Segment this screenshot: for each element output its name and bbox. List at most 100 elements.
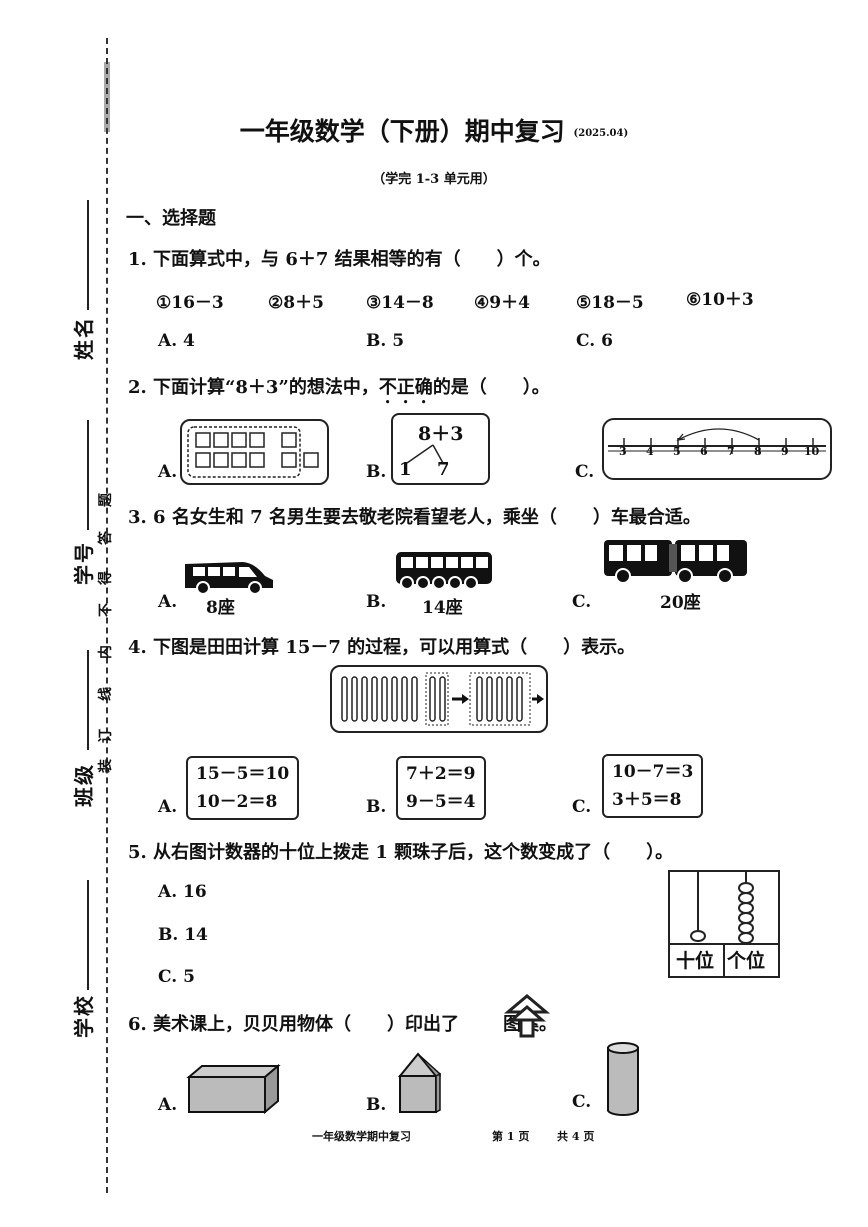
abacus-rods	[670, 872, 778, 976]
q1-choice-a: A. 4	[158, 331, 195, 351]
q6-label-c: C.	[572, 1092, 592, 1112]
cuboid-icon	[186, 1063, 281, 1115]
footer-total: 共 4 页	[557, 1130, 595, 1143]
cylinder-icon	[607, 1042, 639, 1116]
q1-item: ③14－8	[366, 293, 434, 313]
q3-seat-c: 20座	[660, 593, 701, 613]
school-label: 学校	[72, 994, 96, 1038]
q6-label-b: B.	[366, 1095, 387, 1115]
q6-label-a: A.	[158, 1095, 178, 1115]
q1-item: ⑥10＋3	[686, 290, 754, 310]
binding-char: 线	[98, 687, 114, 701]
q4-b-line1: 7＋2＝9	[406, 764, 476, 784]
question-4: 4. 下图是田田计算 15－7 的过程，可以用算式（ ）表示。	[128, 637, 636, 658]
q4-a-line2: 10－2＝8	[196, 792, 278, 812]
title-date: (2025.04)	[573, 128, 629, 139]
nl-tick: 10	[804, 445, 820, 458]
q5-choice-a: A. 16	[158, 882, 207, 902]
question-3: 3. 6 名女生和 7 名男生要去敬老院看望老人，乘坐（ ）车最合适。	[128, 507, 701, 528]
q1-item: ④9＋4	[474, 293, 530, 313]
q1-item: ⑤18－5	[576, 293, 644, 313]
q2-emphasis: 不正确	[378, 377, 433, 398]
section-heading: 一、选择题	[126, 208, 216, 229]
q2-text-post: 的是（ ）。	[432, 377, 550, 398]
binding-char: 内	[98, 645, 114, 659]
question-6: 6. 美术课上，贝贝用物体（ ）印出了图案。	[128, 1010, 557, 1036]
q2-numberline-box: 3 4 5 6 7 8 9 10	[602, 418, 832, 480]
q1-choice-c: C. 6	[576, 331, 613, 351]
ones-label: 个位	[727, 950, 766, 972]
binding-dashed-line	[106, 38, 108, 1193]
q3-seat-b: 14座	[422, 598, 463, 618]
q2-tree-box: 8＋3 1 7	[391, 413, 490, 485]
nl-tick: 4	[646, 445, 654, 458]
q2-label-c: C.	[575, 462, 595, 482]
q2-label-b: B.	[366, 462, 387, 482]
footer-page: 第 1 页	[492, 1130, 530, 1143]
articulated-bus-icon	[604, 540, 747, 584]
q3-label-c: C.	[572, 592, 592, 612]
footer-title: 一年级数学期中复习	[312, 1130, 411, 1143]
q1-item: ②8＋5	[268, 293, 324, 313]
prism-icon	[397, 1052, 441, 1114]
binding-char: 不	[98, 603, 114, 617]
q4-label-b: B.	[366, 797, 387, 817]
nl-tick: 8	[754, 445, 762, 458]
number-line	[608, 428, 826, 454]
nl-tick: 3	[619, 445, 627, 458]
id-label: 学号	[72, 541, 96, 585]
tree-left: 1	[399, 459, 412, 480]
binding-char: 得	[98, 571, 114, 585]
question-2: 2. 下面计算“8＋3”的想法中，不正确的是（ ）。	[128, 373, 550, 408]
id-line	[87, 420, 89, 530]
q4-c-line2: 3＋5＝8	[612, 790, 682, 810]
q3-seat-a: 8座	[206, 598, 235, 618]
page-subtitle: （学完 1-3 单元用）	[372, 172, 496, 187]
tree-top: 8＋3	[418, 423, 464, 445]
q5-choice-c: C. 5	[158, 967, 195, 987]
binding-char: 订	[98, 729, 114, 743]
page-title: 一年级数学（下册）期中复习 (2025.04)	[0, 112, 868, 148]
q4-a-line1: 15－5＝10	[196, 764, 290, 784]
nl-tick: 5	[673, 445, 681, 458]
school-line	[87, 880, 89, 990]
name-label: 姓名	[72, 316, 96, 360]
q2-label-a: A.	[158, 462, 178, 482]
q1-item: ①16－3	[156, 293, 224, 313]
bus-icon	[396, 552, 492, 590]
binding-char: 装	[98, 759, 114, 773]
nl-tick: 9	[781, 445, 789, 458]
q4-label-c: C.	[572, 797, 592, 817]
question-5: 5. 从右图计数器的十位上拨走 1 颗珠子后，这个数变成了（ ）。	[128, 842, 674, 863]
sticks-diagram	[341, 672, 544, 726]
nl-tick: 6	[700, 445, 708, 458]
class-line	[87, 650, 89, 750]
q2-text-pre: 2. 下面计算“8＋3”的想法中，	[128, 377, 379, 398]
q4-option-c: 10－7＝3 3＋5＝8	[602, 754, 704, 818]
q3-label-a: A.	[158, 592, 178, 612]
q4-b-line2: 9－5＝4	[406, 792, 476, 812]
q4-option-b: 7＋2＝9 9－5＝4	[396, 756, 486, 820]
binding-char: 题	[98, 493, 114, 507]
class-label: 班级	[72, 763, 96, 807]
title-text: 一年级数学（下册）期中复习	[239, 117, 565, 146]
abacus-figure: 十位 个位	[668, 870, 780, 978]
q6-text-pre: 6. 美术课上，贝贝用物体（ ）印出了	[128, 1014, 460, 1035]
name-line	[87, 200, 89, 310]
q3-label-b: B.	[366, 592, 387, 612]
nl-tick: 7	[727, 445, 735, 458]
q2-cube-box	[180, 419, 329, 485]
split-lines	[406, 444, 444, 464]
q4-label-a: A.	[158, 797, 178, 817]
binding-char: 答	[98, 531, 114, 545]
q4-option-a: 15－5＝10 10－2＝8	[186, 756, 300, 820]
q5-choice-b: B. 14	[158, 925, 208, 945]
tens-label: 十位	[676, 950, 715, 972]
q4-c-line1: 10－7＝3	[612, 762, 694, 782]
arrow-pattern-icon	[503, 994, 551, 1038]
q1-choice-b: B. 5	[366, 331, 405, 351]
cubes-figure	[187, 426, 319, 478]
minivan-icon	[185, 562, 273, 595]
question-1: 1. 下面算式中，与 6＋7 结果相等的有（ ）个。	[128, 249, 551, 270]
q4-sticks-figure	[330, 665, 548, 733]
